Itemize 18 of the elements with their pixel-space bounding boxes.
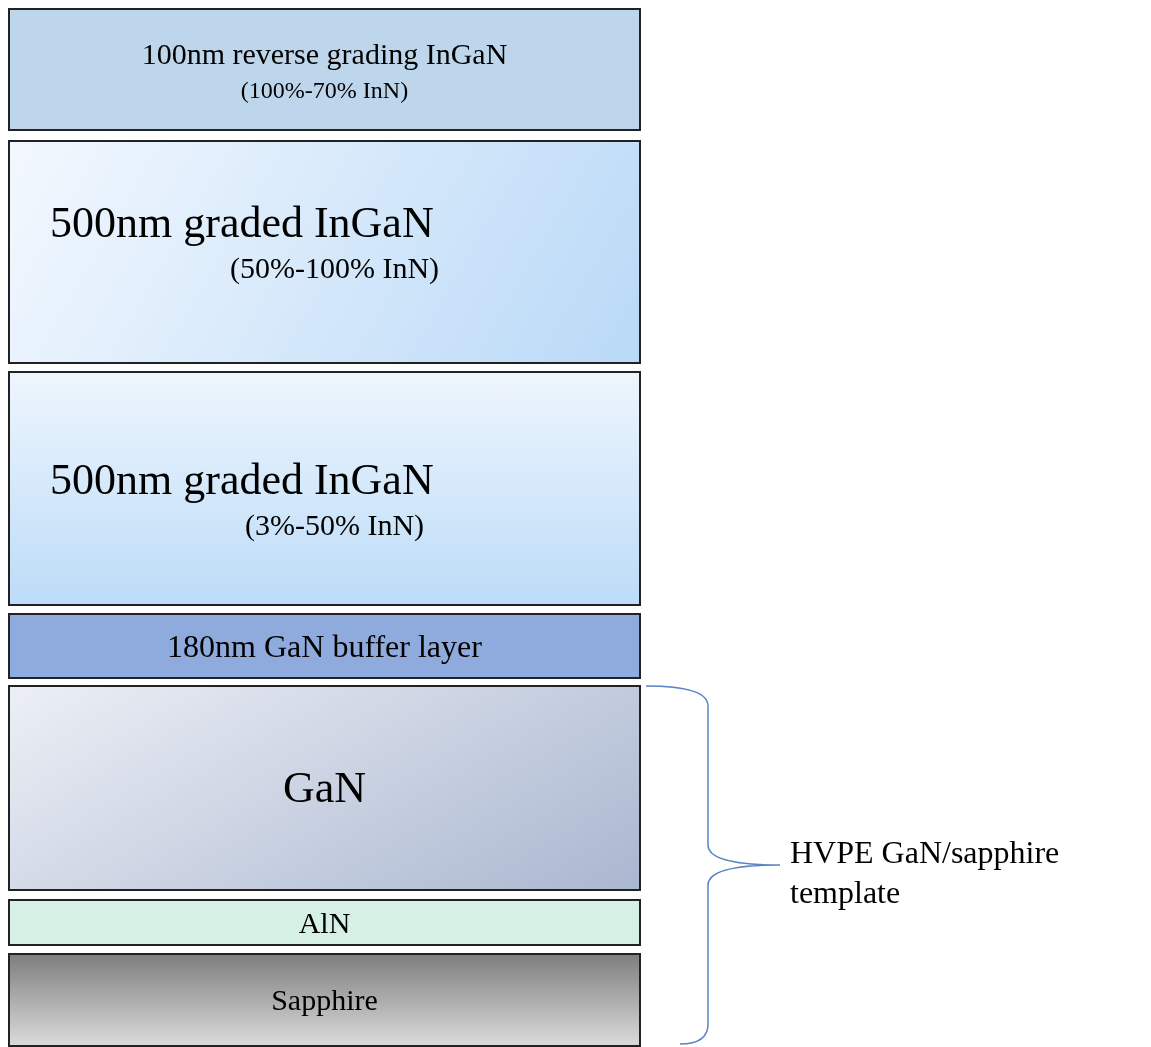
layer-label: GaN [282,762,367,814]
layer-label: AlN [298,904,351,941]
layer-box [8,371,641,606]
layer-box [8,8,641,131]
layer-label: 180nm GaN buffer layer [167,627,482,666]
layer-box [8,899,641,946]
layer-box [8,613,641,679]
layer-box [8,140,641,364]
layer-label: 500nm graded InGaN [50,453,434,506]
composition-label: (50%-100% InN) [229,250,440,286]
layer-box [8,685,641,891]
composition-label: (3%-50% InN) [244,506,425,543]
layer-label: 500nm graded InGaN [50,197,434,249]
composition-label: (100%-70% InN) [240,75,409,105]
template-label: HVPE GaN/sapphire template [790,833,1061,912]
layer-label: 100nm reverse grading InGaN [141,35,508,72]
layer-label: Sapphire [271,982,378,1018]
layer-box [8,953,641,1047]
